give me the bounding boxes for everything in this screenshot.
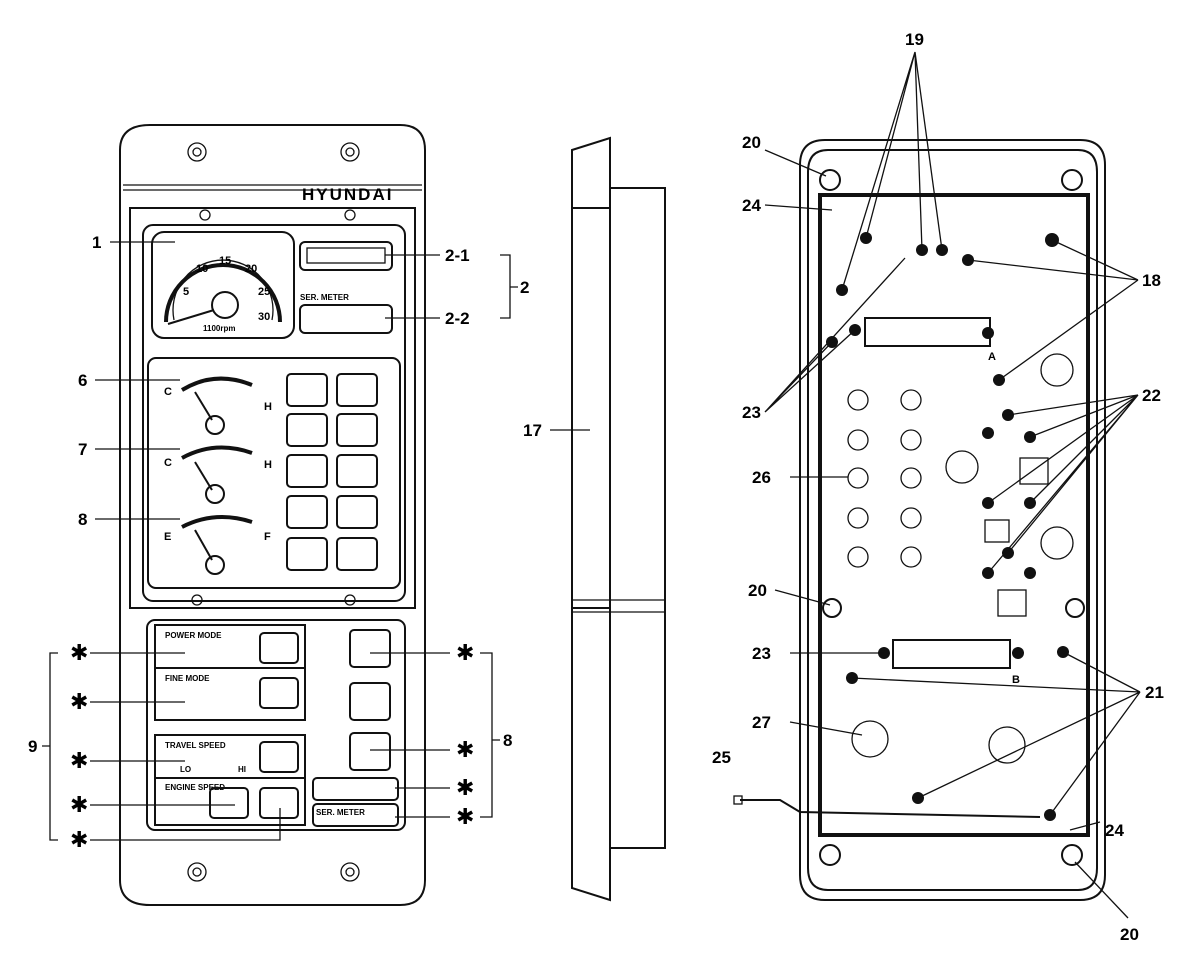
callout-7: 7: [78, 440, 87, 459]
engine-speed-up-button[interactable]: [209, 787, 249, 819]
warning-lamps: [286, 373, 378, 571]
callout-2-1: 2-1: [445, 246, 470, 265]
oil-temp-gauge: C H: [164, 445, 272, 504]
travel-speed-button[interactable]: [259, 741, 299, 773]
callout-9: 9: [28, 737, 37, 756]
callout-6: 6: [78, 371, 87, 390]
callout-26: 26: [752, 468, 771, 487]
coolant-gauge: C H: [164, 376, 272, 435]
tach-tick: 15: [219, 255, 231, 267]
travel-hi-label: HI: [238, 765, 246, 774]
fine-mode-label: FINE MODE: [165, 674, 210, 683]
tach-tick: 10: [196, 263, 208, 275]
gauge-low-label: C: [164, 457, 172, 469]
callout-20-bottom: 20: [1120, 925, 1139, 944]
asterisk-marker: ✱: [70, 828, 88, 853]
callout-27: 27: [752, 713, 771, 732]
callout-18: 18: [1142, 271, 1161, 290]
buzzer-stop-button[interactable]: [349, 732, 391, 771]
gauge-low-label: E: [164, 531, 171, 543]
callout-8-left: 8: [78, 510, 87, 529]
callout-25: 25: [712, 748, 731, 767]
connector-b-label: B: [1012, 674, 1020, 686]
callout-17: 17: [523, 421, 542, 440]
tach-unit: 1100rpm: [203, 324, 235, 333]
callout-19: 19: [905, 30, 924, 49]
asterisk-marker: ✱: [456, 776, 474, 801]
connector-a: [864, 317, 991, 347]
callout-24-top: 24: [742, 196, 761, 215]
callout-23-top: 23: [742, 403, 761, 422]
gauge-high-label: H: [264, 459, 272, 471]
asterisk-marker: ✱: [456, 641, 474, 666]
callout-8-right: 8: [503, 731, 512, 750]
wiper-button[interactable]: [349, 682, 391, 721]
callout-20-top: 20: [742, 133, 761, 152]
callout-20-mid: 20: [748, 581, 767, 600]
tachometer: 5 10 15 20 25 30 1100rpm: [151, 231, 295, 339]
back-view: A B: [733, 139, 1106, 901]
asterisk-marker: ✱: [70, 690, 88, 715]
asterisk-marker: ✱: [456, 805, 474, 830]
asterisk-marker: ✱: [70, 749, 88, 774]
gauge-low-label: C: [164, 386, 172, 398]
front-panel: HYUNDAI 5 10 15 20 25 30 1100rpm SER. ME…: [119, 124, 426, 906]
side-view: [571, 136, 666, 902]
asterisk-marker: ✱: [70, 641, 88, 666]
travel-speed-label: TRAVEL SPEED: [165, 741, 226, 750]
connector-a-label: A: [988, 351, 996, 363]
callout-24-bottom: 24: [1105, 821, 1124, 840]
wire-harness: [740, 799, 1041, 818]
power-mode-label: POWER MODE: [165, 631, 222, 640]
gauge-high-label: H: [264, 401, 272, 413]
clock-display: [299, 241, 393, 271]
work-light-button[interactable]: [349, 629, 391, 668]
callout-2-2: 2-2: [445, 309, 470, 328]
time-set-switch[interactable]: [312, 777, 399, 801]
callout-22: 22: [1142, 386, 1161, 405]
tach-tick: 25: [258, 286, 270, 298]
engine-speed-down-button[interactable]: [259, 787, 299, 819]
switch-panel: POWER MODE FINE MODE TRAVEL SPEED LO HI …: [146, 619, 406, 831]
ser-meter-switch[interactable]: [312, 803, 399, 827]
connector-b: [892, 639, 1011, 669]
gauge-high-label: F: [264, 531, 271, 543]
power-mode-button[interactable]: [259, 632, 299, 664]
engine-speed-label: ENGINE SPEED: [165, 783, 225, 792]
callouts: 1 2-1 2 2-2 6 7 8 17 9 8 ✱ ✱ ✱ ✱ ✱ ✱ ✱ ✱…: [28, 30, 1164, 944]
callout-21: 21: [1145, 683, 1164, 702]
asterisk-marker: ✱: [456, 738, 474, 763]
callout-23-mid: 23: [752, 644, 771, 663]
brand-logo: HYUNDAI: [302, 185, 393, 204]
fuel-gauge: E F: [164, 515, 271, 575]
ser-meter-label: SER. METER: [300, 293, 349, 302]
tach-tick: 30: [258, 311, 270, 323]
tach-tick: 5: [183, 286, 189, 298]
ser-meter-switch-label: SER. METER: [316, 808, 365, 817]
tach-tick: 20: [245, 263, 257, 275]
asterisk-marker: ✱: [70, 793, 88, 818]
callout-2: 2: [520, 278, 529, 297]
ser-meter-display: [299, 304, 393, 334]
callout-1: 1: [92, 233, 101, 252]
travel-lo-label: LO: [180, 765, 191, 774]
fine-mode-button[interactable]: [259, 677, 299, 709]
